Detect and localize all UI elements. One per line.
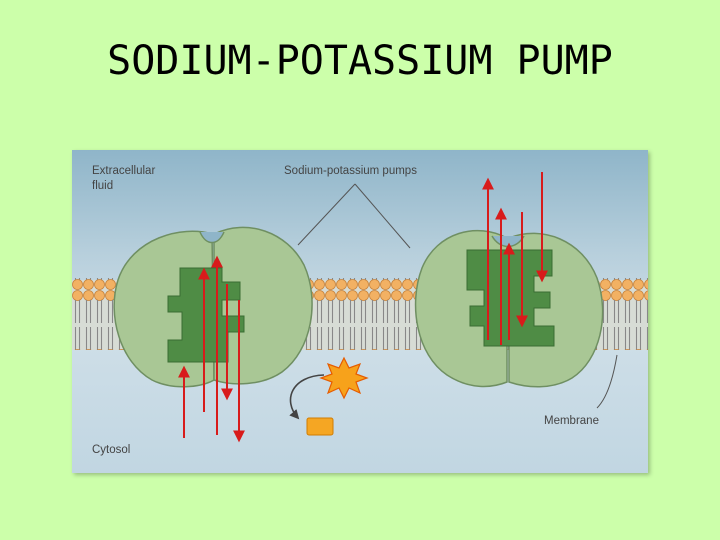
cytosol-label: Cytosol: [92, 444, 130, 456]
pump-label-pointers: [297, 183, 411, 249]
extracellular-label-line1: Extracellular: [92, 165, 155, 177]
membrane-pointer: [596, 354, 618, 409]
pump-diagram: Extracellular fluid Sodium-potassium pum…: [72, 150, 648, 473]
ion-arrows-left: [178, 255, 245, 443]
membrane-label: Membrane: [544, 415, 599, 427]
ion-arrows-right: [482, 172, 548, 345]
slide-title: SODIUM-POTASSIUM PUMP: [107, 38, 613, 84]
pump-diagram-svg: Extracellular fluid Sodium-potassium pum…: [72, 150, 648, 473]
pumps-label: Sodium-potassium pumps: [284, 165, 417, 177]
adp-badge: [306, 417, 334, 436]
extracellular-label-line2: fluid: [92, 180, 113, 192]
atp-to-adp-arrow: [289, 374, 325, 420]
atp-burst: [319, 356, 369, 400]
